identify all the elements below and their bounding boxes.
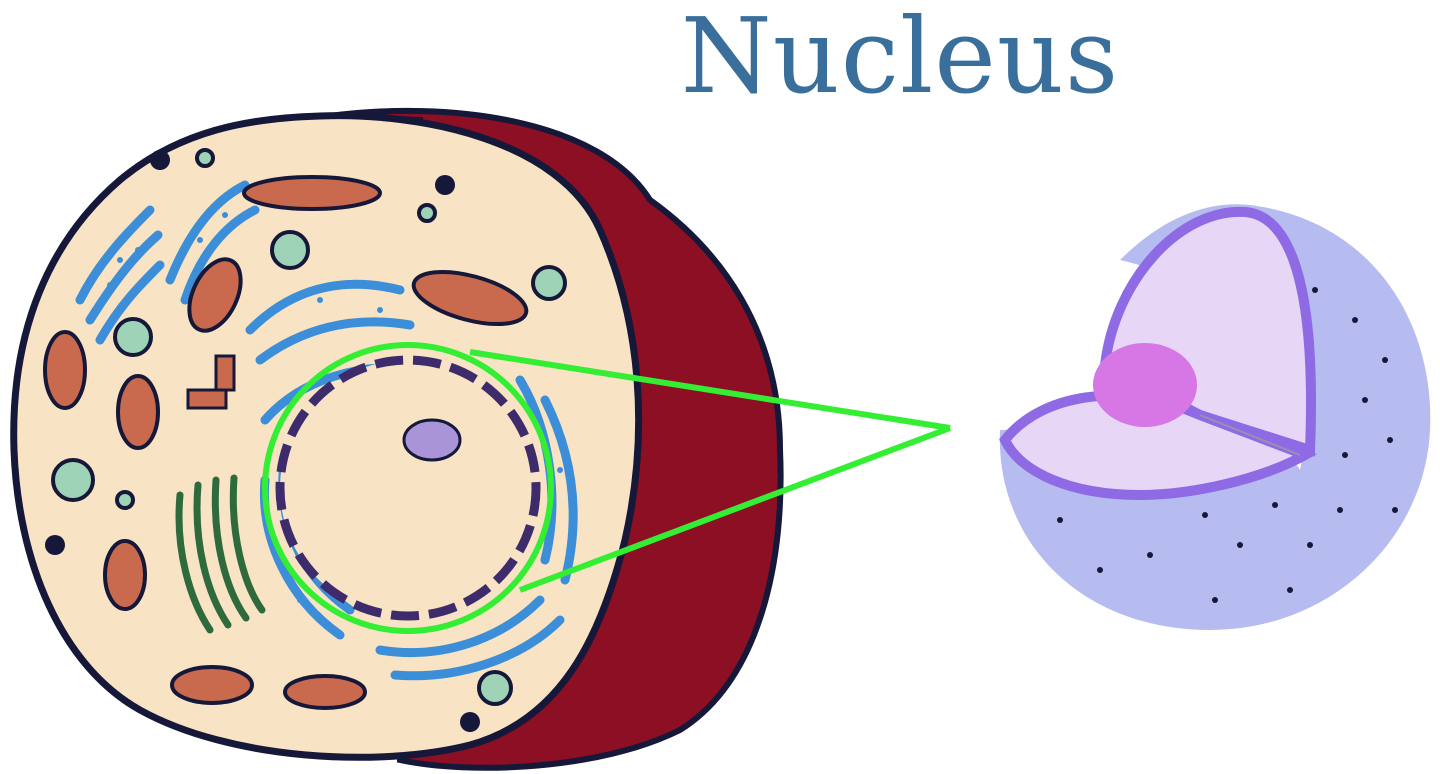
nucleolus-2d <box>402 418 462 462</box>
nuclear-pores <box>1057 287 1398 603</box>
nucleus-cut-floor <box>999 390 1317 501</box>
centriole <box>186 354 236 410</box>
diagram-title: Nucleus <box>680 0 1120 117</box>
vesicles <box>51 148 567 706</box>
golgi-apparatus <box>175 474 266 634</box>
membrane-notches <box>45 150 480 732</box>
nucleus-sphere <box>999 204 1431 630</box>
nucleolus-3d <box>1093 343 1197 427</box>
zoom-line-top <box>469 349 951 431</box>
highlight-circle <box>262 342 554 634</box>
zoom-line-bottom <box>518 425 952 593</box>
ribosome-dots <box>107 212 563 603</box>
mitochondria <box>43 175 529 710</box>
nucleus-2d <box>275 355 541 621</box>
nucleus-cut-edge <box>1199 414 1301 456</box>
